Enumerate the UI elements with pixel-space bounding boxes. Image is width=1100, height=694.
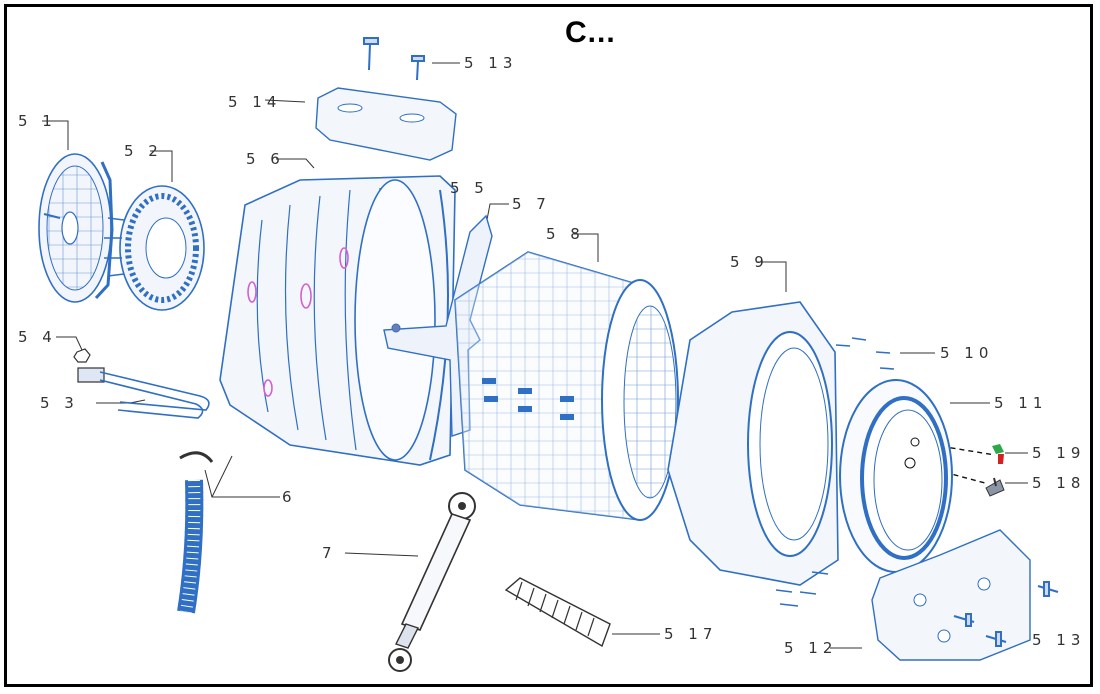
label-513-bottom: 5 13 (1032, 631, 1086, 649)
label-52: 5 2 (124, 142, 163, 160)
part-510-screws (775, 337, 895, 607)
label-51: 5 1 (18, 112, 57, 130)
part-58-drum (454, 251, 679, 521)
part-514-cover (315, 87, 457, 161)
part-52-motor (104, 185, 205, 311)
label-57: 5 7 (512, 195, 551, 213)
part-519-clip (992, 444, 1004, 464)
part-512-counterweight (871, 529, 1031, 661)
label-514: 5 14 (228, 93, 282, 111)
part-513-top-screws (363, 37, 425, 81)
diagram-frame (4, 4, 1093, 687)
part-6-hose (177, 451, 214, 614)
diagram-title: C... (565, 16, 616, 49)
part-518-bracket (985, 477, 1005, 497)
part-59-front-tub (667, 301, 839, 586)
part-513-bottom-screws (953, 581, 1059, 647)
label-6: 6 (282, 488, 297, 506)
label-517: 5 17 (664, 625, 718, 643)
label-55: 5 5 (450, 179, 489, 197)
label-513-top: 5 13 (464, 54, 518, 72)
part-7-shock-absorber (388, 492, 476, 672)
label-53: 5 3 (40, 394, 79, 412)
part-54-nut (73, 348, 91, 363)
label-512: 5 12 (784, 639, 838, 657)
label-59: 5 9 (730, 253, 769, 271)
label-511: 5 11 (994, 394, 1048, 412)
label-58: 5 8 (546, 225, 585, 243)
part-511-gasket (839, 379, 953, 573)
label-7: 7 (322, 544, 337, 562)
part-53-heater (77, 367, 210, 419)
label-54: 5 4 (18, 328, 57, 346)
part-517-ribbed-strip (504, 577, 611, 648)
label-56: 5 6 (246, 150, 285, 168)
label-519: 5 19 (1032, 444, 1086, 462)
label-518: 5 18 (1032, 474, 1086, 492)
part-51-pulley (38, 153, 114, 303)
label-510: 5 10 (940, 344, 994, 362)
